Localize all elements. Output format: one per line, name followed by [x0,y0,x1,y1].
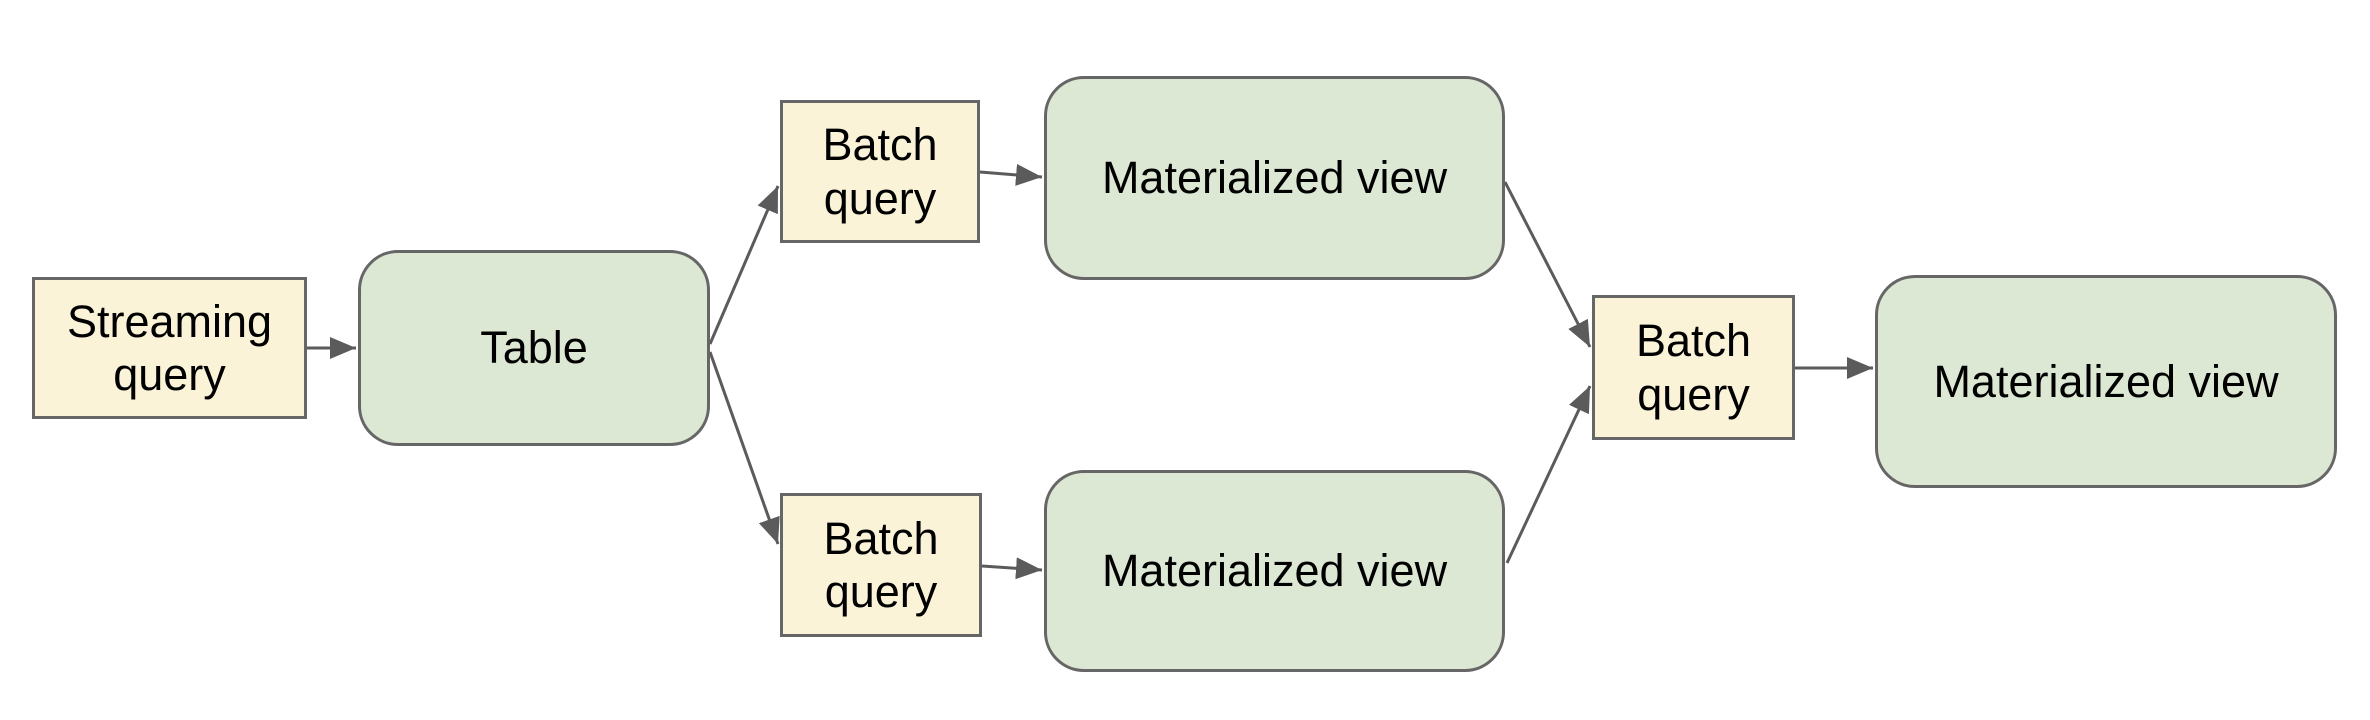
arrow-mv-top-to-batch-right [1503,181,1592,348]
node-batch-query-top: Batch query [780,100,980,243]
node-label: Materialized view [1101,152,1448,204]
node-materialized-view-bottom: Materialized view [1044,470,1505,672]
arrow-table-to-batch-bottom [708,351,780,545]
arrow-mv-bottom-to-batch-right [1505,385,1592,564]
arrow-batch-bottom-to-mv-bottom [981,557,1043,580]
arrow-batch-top-to-mv-top [979,163,1043,186]
node-label: Batch query [1635,315,1752,420]
node-label: Table [480,322,588,374]
node-batch-query-right: Batch query [1592,295,1795,440]
node-label: Batch query [822,119,938,224]
node-label: Batch query [823,512,939,617]
node-label: Materialized view [1101,545,1448,597]
node-batch-query-bottom: Batch query [780,493,982,637]
node-label: Streaming query [66,295,273,400]
node-table: Table [358,250,710,446]
node-materialized-view-final: Materialized view [1875,275,2337,488]
node-materialized-view-top: Materialized view [1044,76,1505,280]
node-label: Materialized view [1933,355,2279,407]
node-streaming-query: Streaming query [32,277,307,419]
arrow-table-to-batch-top [708,185,780,345]
